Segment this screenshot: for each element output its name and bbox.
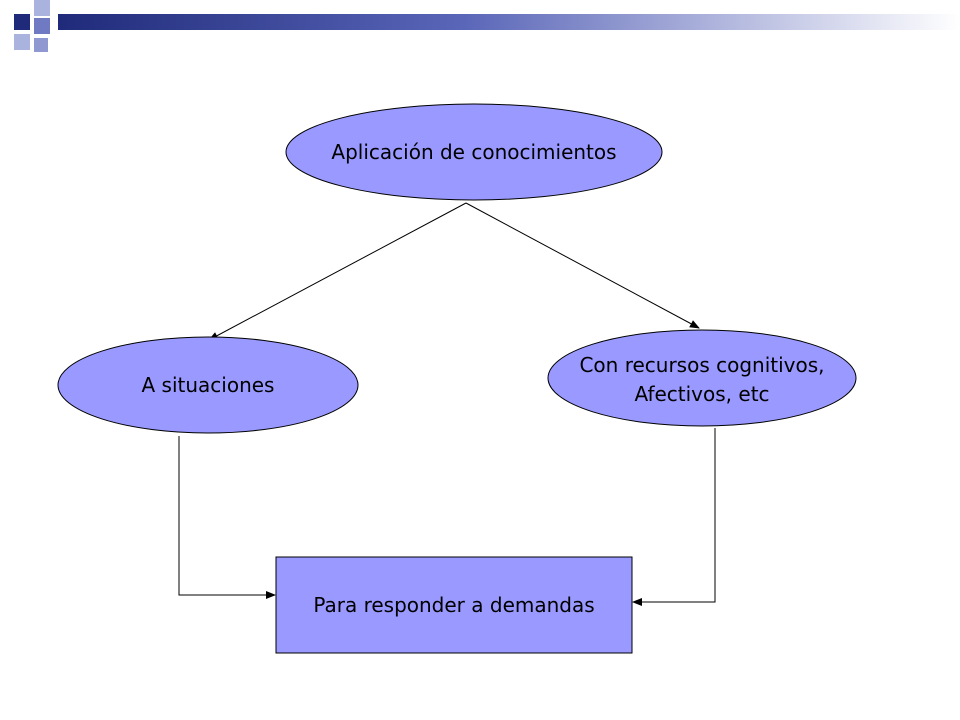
deco-square-light: [14, 34, 30, 50]
deco-square-mid: [34, 38, 48, 52]
header-gradient-bar: [58, 14, 960, 30]
connector-right-to-bottom: [632, 428, 716, 606]
header-decoration: [14, 0, 960, 52]
node-aplicacion-de-conocimientos: Aplicación de conocimientos: [285, 103, 663, 201]
deco-square-mid: [34, 18, 50, 34]
node-top-label: Aplicación de conocimientos: [331, 140, 616, 164]
node-left-shape: [57, 336, 359, 434]
node-bottom-shape: [275, 556, 633, 654]
deco-square-light: [34, 0, 50, 16]
node-right-label-line2: Afectivos, etc: [634, 382, 769, 406]
connector-left-to-bottom: [178, 436, 276, 599]
node-right-shape: [547, 329, 857, 427]
node-a-situaciones: A situaciones: [57, 336, 359, 434]
node-para-responder-a-demandas: Para responder a demandas: [275, 556, 633, 654]
node-top-shape: [285, 103, 663, 201]
node-con-recursos-cognitivos: Con recursos cognitivos, Afectivos, etc: [547, 329, 857, 427]
node-right-label-line1: Con recursos cognitivos,: [579, 353, 824, 377]
connector-top-to-right: [465, 202, 700, 329]
connector-top-to-left: [208, 202, 467, 341]
node-left-label: A situaciones: [142, 373, 275, 397]
node-bottom-label: Para responder a demandas: [313, 593, 594, 617]
deco-square-dark: [14, 14, 30, 30]
